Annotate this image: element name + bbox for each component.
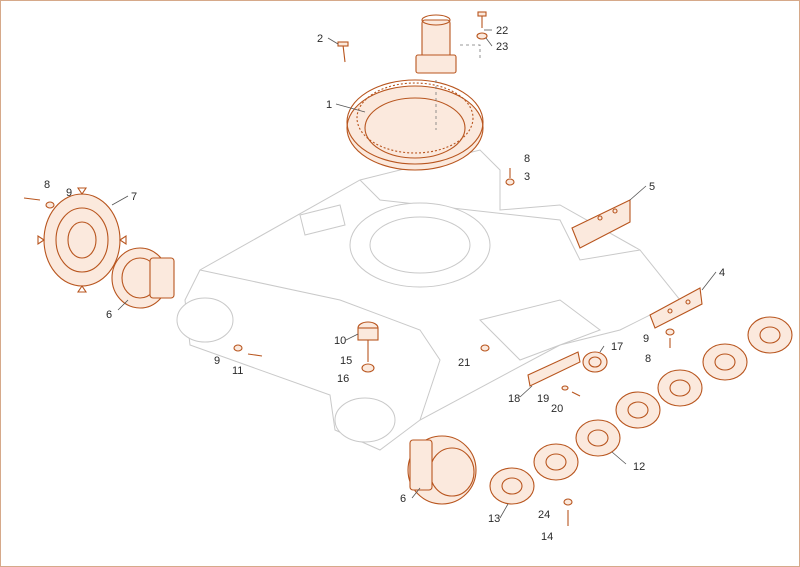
callout-4: 4 (719, 267, 725, 279)
callout-labels: 1 2 3 4 5 6 6 7 8 8 8 9 9 9 10 11 12 13 … (44, 25, 725, 543)
track-frame (176, 149, 681, 451)
callout-20: 20 (551, 403, 563, 415)
bolt-8-center (505, 168, 515, 186)
bolt-8-right (665, 328, 675, 348)
callout-22: 22 (496, 25, 508, 37)
callout-6-upper: 6 (106, 309, 112, 321)
callout-15: 15 (340, 355, 352, 367)
track-guard-5 (571, 199, 631, 249)
grease-cylinder (357, 321, 379, 373)
callout-17: 17 (611, 341, 623, 353)
fitting-21 (480, 344, 490, 352)
guide-rail-18 (527, 351, 581, 387)
callout-14: 14 (541, 531, 553, 543)
bolt-14 (563, 498, 573, 526)
track-roller-a (747, 316, 793, 354)
callout-13: 13 (488, 513, 500, 525)
track-rollers (489, 316, 793, 505)
track-roller-g (489, 467, 535, 505)
track-roller-d (615, 391, 661, 429)
callout-24: 24 (538, 509, 550, 521)
callout-23: 23 (496, 41, 508, 53)
track-roller-e (575, 419, 621, 457)
bolt-11 (233, 344, 263, 357)
callout-8-right: 8 (645, 353, 651, 365)
callout-16: 16 (337, 373, 349, 385)
callout-11: 11 (232, 365, 243, 377)
track-roller-c (657, 369, 703, 407)
track-roller-b (702, 343, 748, 381)
callout-9-right: 9 (643, 333, 649, 345)
callout-7: 7 (131, 191, 137, 203)
leader-lines (111, 29, 717, 519)
bolt-8-sprocket (23, 197, 55, 209)
callout-6-lower: 6 (400, 493, 406, 505)
bolt-22 (476, 11, 488, 40)
travel-motor-lower (407, 435, 477, 505)
callout-12: 12 (633, 461, 645, 473)
bolt-20 (561, 385, 581, 397)
travel-motor-upper (111, 247, 175, 309)
rotary-joint (415, 14, 481, 130)
callout-5: 5 (649, 181, 655, 193)
swing-bearing-ring (346, 79, 484, 171)
callout-19: 19 (537, 393, 549, 405)
callout-3: 3 (524, 171, 530, 183)
callout-1: 1 (326, 99, 332, 111)
track-roller-f (533, 443, 579, 481)
callout-21: 21 (458, 357, 470, 369)
callout-18: 18 (508, 393, 520, 405)
bolt-2 (337, 41, 349, 63)
callout-8-left: 8 (44, 179, 50, 191)
callout-9-left: 9 (66, 187, 72, 199)
track-guard-4 (649, 287, 703, 329)
callout-10: 10 (334, 335, 346, 347)
sprocket (37, 187, 127, 293)
callout-2: 2 (317, 33, 323, 45)
callout-8-center: 8 (524, 153, 530, 165)
carrier-roller-17 (582, 351, 608, 373)
callout-9-bottom: 9 (214, 355, 220, 367)
